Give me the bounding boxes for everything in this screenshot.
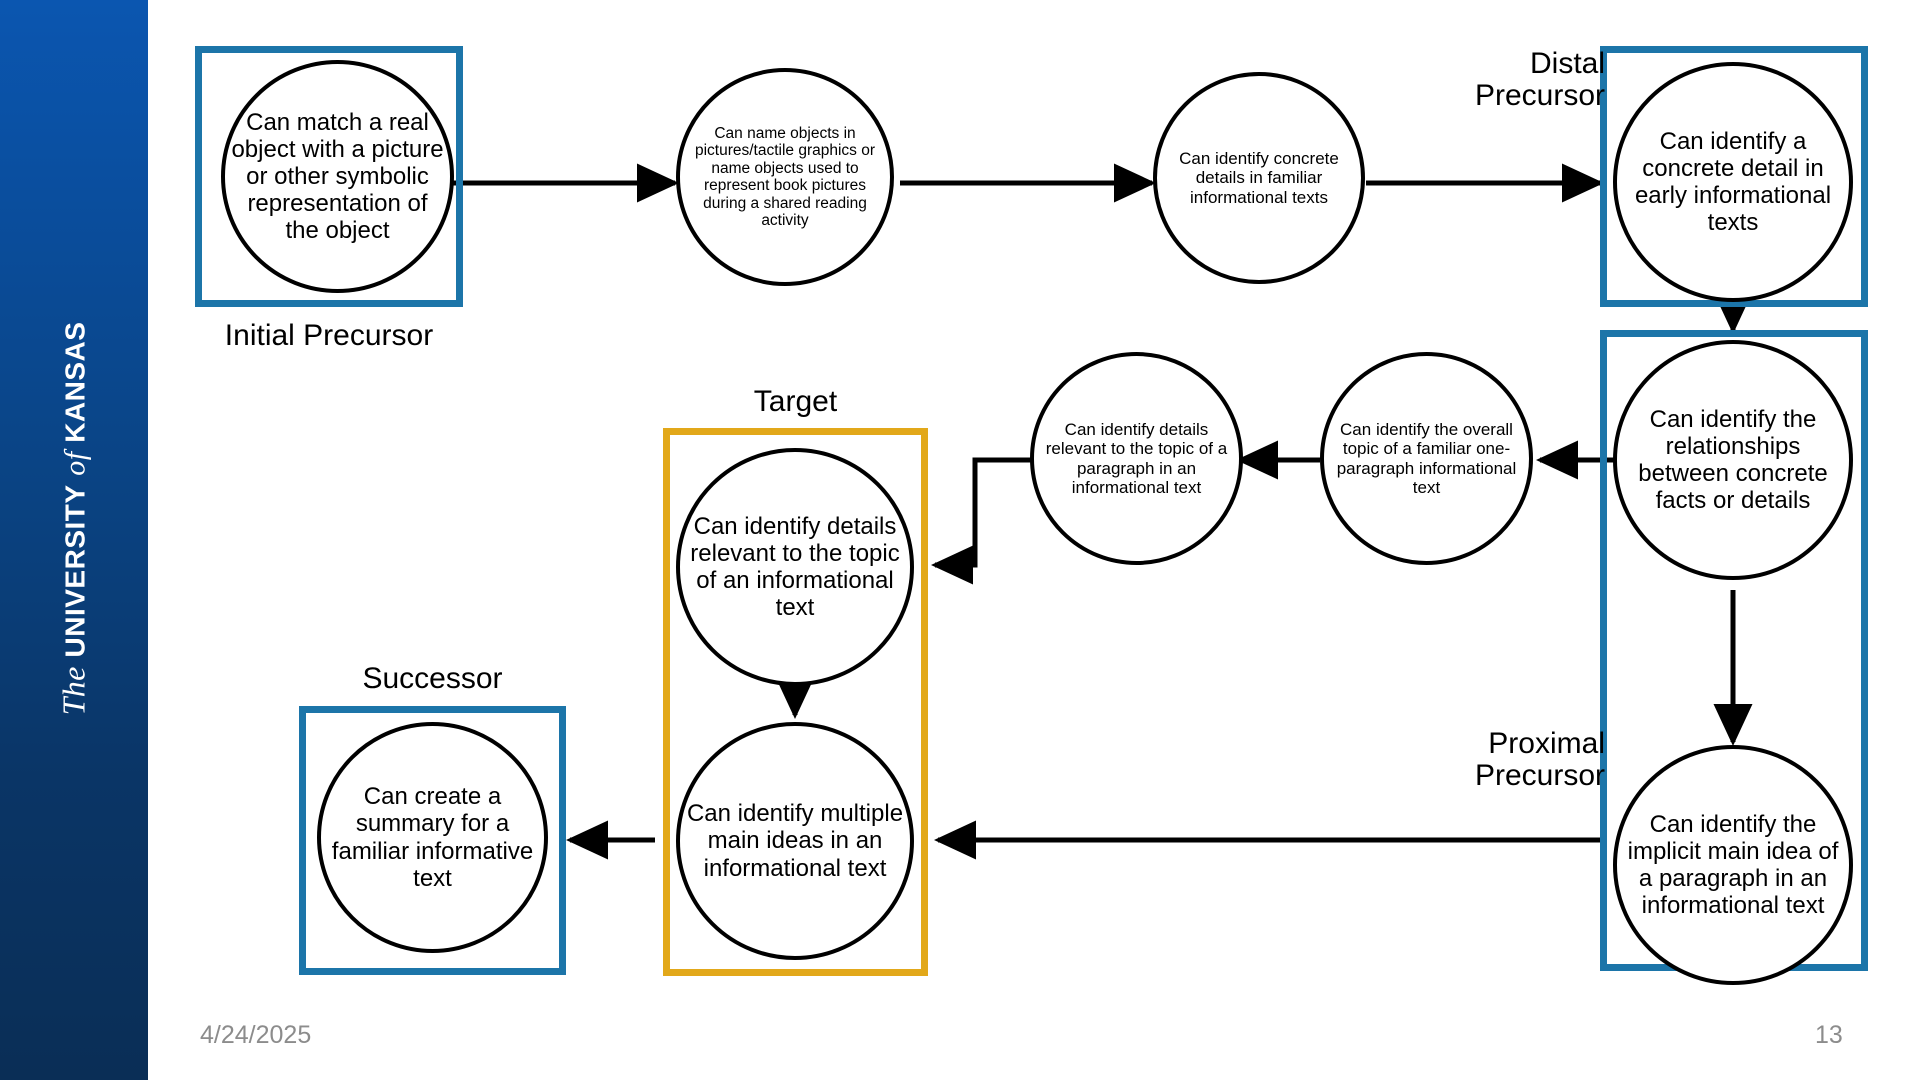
ku-logo-of: of: [58, 451, 92, 476]
node-successor[interactable]: Can create a summary for a familiar info…: [317, 722, 548, 953]
ku-logo-the: The: [55, 666, 92, 716]
node-name-objects-text: Can name objects in pictures/tactile gra…: [694, 124, 876, 230]
node-distal-precursor-text: Can identify a concrete detail in early …: [1634, 127, 1832, 237]
node-concrete-details-familiar-text: Can identify concrete details in familia…: [1179, 149, 1339, 207]
node-details-paragraph-text: Can identify details relevant to the top…: [1045, 420, 1228, 497]
ku-brand-bar: The UNIVERSITY of KANSAS: [0, 0, 148, 1080]
node-proximal-precursor[interactable]: Can identify the implicit main idea of a…: [1613, 745, 1853, 985]
node-details-paragraph[interactable]: Can identify details relevant to the top…: [1030, 352, 1243, 565]
label-successor: Successor: [362, 662, 503, 695]
ku-logo: The UNIVERSITY of KANSAS: [56, 322, 93, 716]
footer-date: 4/24/2025: [200, 1021, 312, 1049]
node-name-objects[interactable]: Can name objects in pictures/tactile gra…: [676, 68, 894, 286]
node-relationships-text: Can identify the relationships between c…: [1638, 405, 1828, 515]
node-target-text: Can identify details relevant to the top…: [690, 512, 900, 622]
ku-logo-university: UNIVERSITY: [59, 484, 91, 658]
group-box-target: [663, 428, 928, 976]
group-box-initial-precursor: [195, 46, 463, 307]
node-multiple-main-ideas[interactable]: Can identify multiple main ideas in an i…: [676, 722, 914, 960]
node-target[interactable]: Can identify details relevant to the top…: [676, 448, 914, 686]
node-distal-precursor[interactable]: Can identify a concrete detail in early …: [1613, 62, 1853, 302]
node-concrete-details-familiar[interactable]: Can identify concrete details in familia…: [1153, 72, 1365, 284]
footer-page-number: 13: [1815, 1021, 1843, 1049]
node-multiple-main-ideas-text: Can identify multiple main ideas in an i…: [686, 800, 904, 882]
node-overall-topic-text: Can identify the overall topic of a fami…: [1336, 420, 1517, 497]
label-distal-precursor: Distal Precursor: [1474, 47, 1605, 112]
connector-detailsparagraph-to-target: [930, 457, 1035, 585]
label-initial-precursor: Initial Precursor: [224, 319, 434, 352]
node-overall-topic[interactable]: Can identify the overall topic of a fami…: [1320, 352, 1533, 565]
node-initial-precursor-text: Can match a real object with a picture o…: [231, 108, 444, 245]
group-box-distal-precursor: [1600, 46, 1868, 307]
label-proximal-precursor: Proximal Precursor: [1474, 727, 1605, 792]
node-initial-precursor[interactable]: Can match a real object with a picture o…: [221, 60, 454, 293]
node-successor-text: Can create a summary for a familiar info…: [331, 783, 534, 892]
node-relationships[interactable]: Can identify the relationships between c…: [1613, 340, 1853, 580]
node-proximal-precursor-text: Can identify the implicit main idea of a…: [1627, 810, 1839, 920]
ku-logo-kansas: KANSAS: [59, 321, 91, 443]
group-box-successor: [299, 706, 566, 975]
label-target: Target: [753, 385, 838, 418]
